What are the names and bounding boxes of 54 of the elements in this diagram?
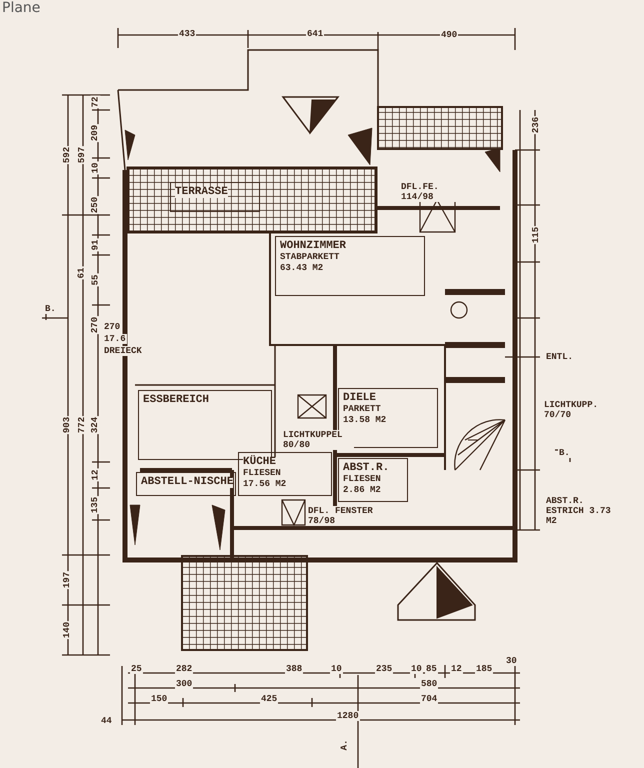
- dimension-label: 72: [90, 96, 100, 108]
- dimension-label: 150: [150, 694, 168, 704]
- section-marker: B.: [558, 448, 571, 458]
- dimension-label: 490: [440, 30, 458, 40]
- page-title: Plane: [2, 0, 40, 16]
- dimension-label: 10: [90, 162, 100, 174]
- dimension-label: 209: [90, 124, 100, 142]
- dimension-label: 185: [475, 664, 494, 674]
- dimension-label: 12: [450, 664, 463, 674]
- room-name: TERRASSE: [175, 187, 228, 198]
- room-name: ABSTELL-NISCHE: [141, 477, 234, 488]
- dimension-label: 282: [175, 664, 194, 674]
- dimension-label: 10: [410, 664, 423, 674]
- dimension-label: 55: [90, 274, 100, 286]
- dimension-label: 236: [531, 116, 542, 134]
- dimension-label: 135: [90, 496, 100, 514]
- dimension-label: 324: [90, 416, 100, 434]
- dimension-label: 44: [100, 716, 113, 726]
- dimension-label: 10: [330, 664, 343, 674]
- dimension-label: 641: [306, 29, 324, 39]
- dimension-label: 1280: [336, 711, 360, 721]
- section-marker: B.: [44, 304, 57, 314]
- dimension-label: 30: [505, 656, 518, 666]
- annotation-label: DREIECK: [103, 346, 143, 356]
- dimension-label: 115: [531, 226, 542, 244]
- dimension-label: 903: [62, 416, 72, 434]
- room-outline: [338, 458, 408, 502]
- dimension-label: 25: [130, 664, 143, 674]
- dimension-label: 300: [175, 679, 194, 689]
- room-outline: [275, 236, 425, 296]
- dimension-label: 388: [285, 664, 304, 674]
- dimension-label: 597: [77, 146, 88, 164]
- dimension-label: 592: [62, 146, 72, 164]
- dimension-label: 85: [425, 664, 438, 674]
- room-outline: [136, 472, 236, 496]
- dimension-label: 270: [90, 316, 100, 334]
- dimension-label: 140: [62, 620, 72, 640]
- dimension-label: 12: [90, 468, 100, 482]
- section-marker: A.: [339, 738, 350, 752]
- dimension-label: 270: [103, 322, 122, 332]
- dimension-label: 433: [178, 29, 196, 39]
- dimension-label: 17.6: [103, 334, 127, 344]
- dimension-label: 61: [76, 266, 86, 280]
- dimension-label: 91: [90, 238, 100, 252]
- dimension-label: 580: [420, 679, 438, 689]
- skylight-label: LICHTKUPPEL 80/80: [282, 430, 354, 450]
- room-name: KÜCHE: [243, 457, 276, 468]
- dimension-label: 425: [260, 694, 278, 704]
- dimension-label: 197: [62, 570, 72, 590]
- dimension-label: 704: [420, 694, 438, 704]
- room-outline: [238, 452, 332, 496]
- dimension-label: 250: [90, 196, 100, 214]
- dimension-label: 235: [375, 664, 394, 674]
- room-outline: [170, 182, 260, 212]
